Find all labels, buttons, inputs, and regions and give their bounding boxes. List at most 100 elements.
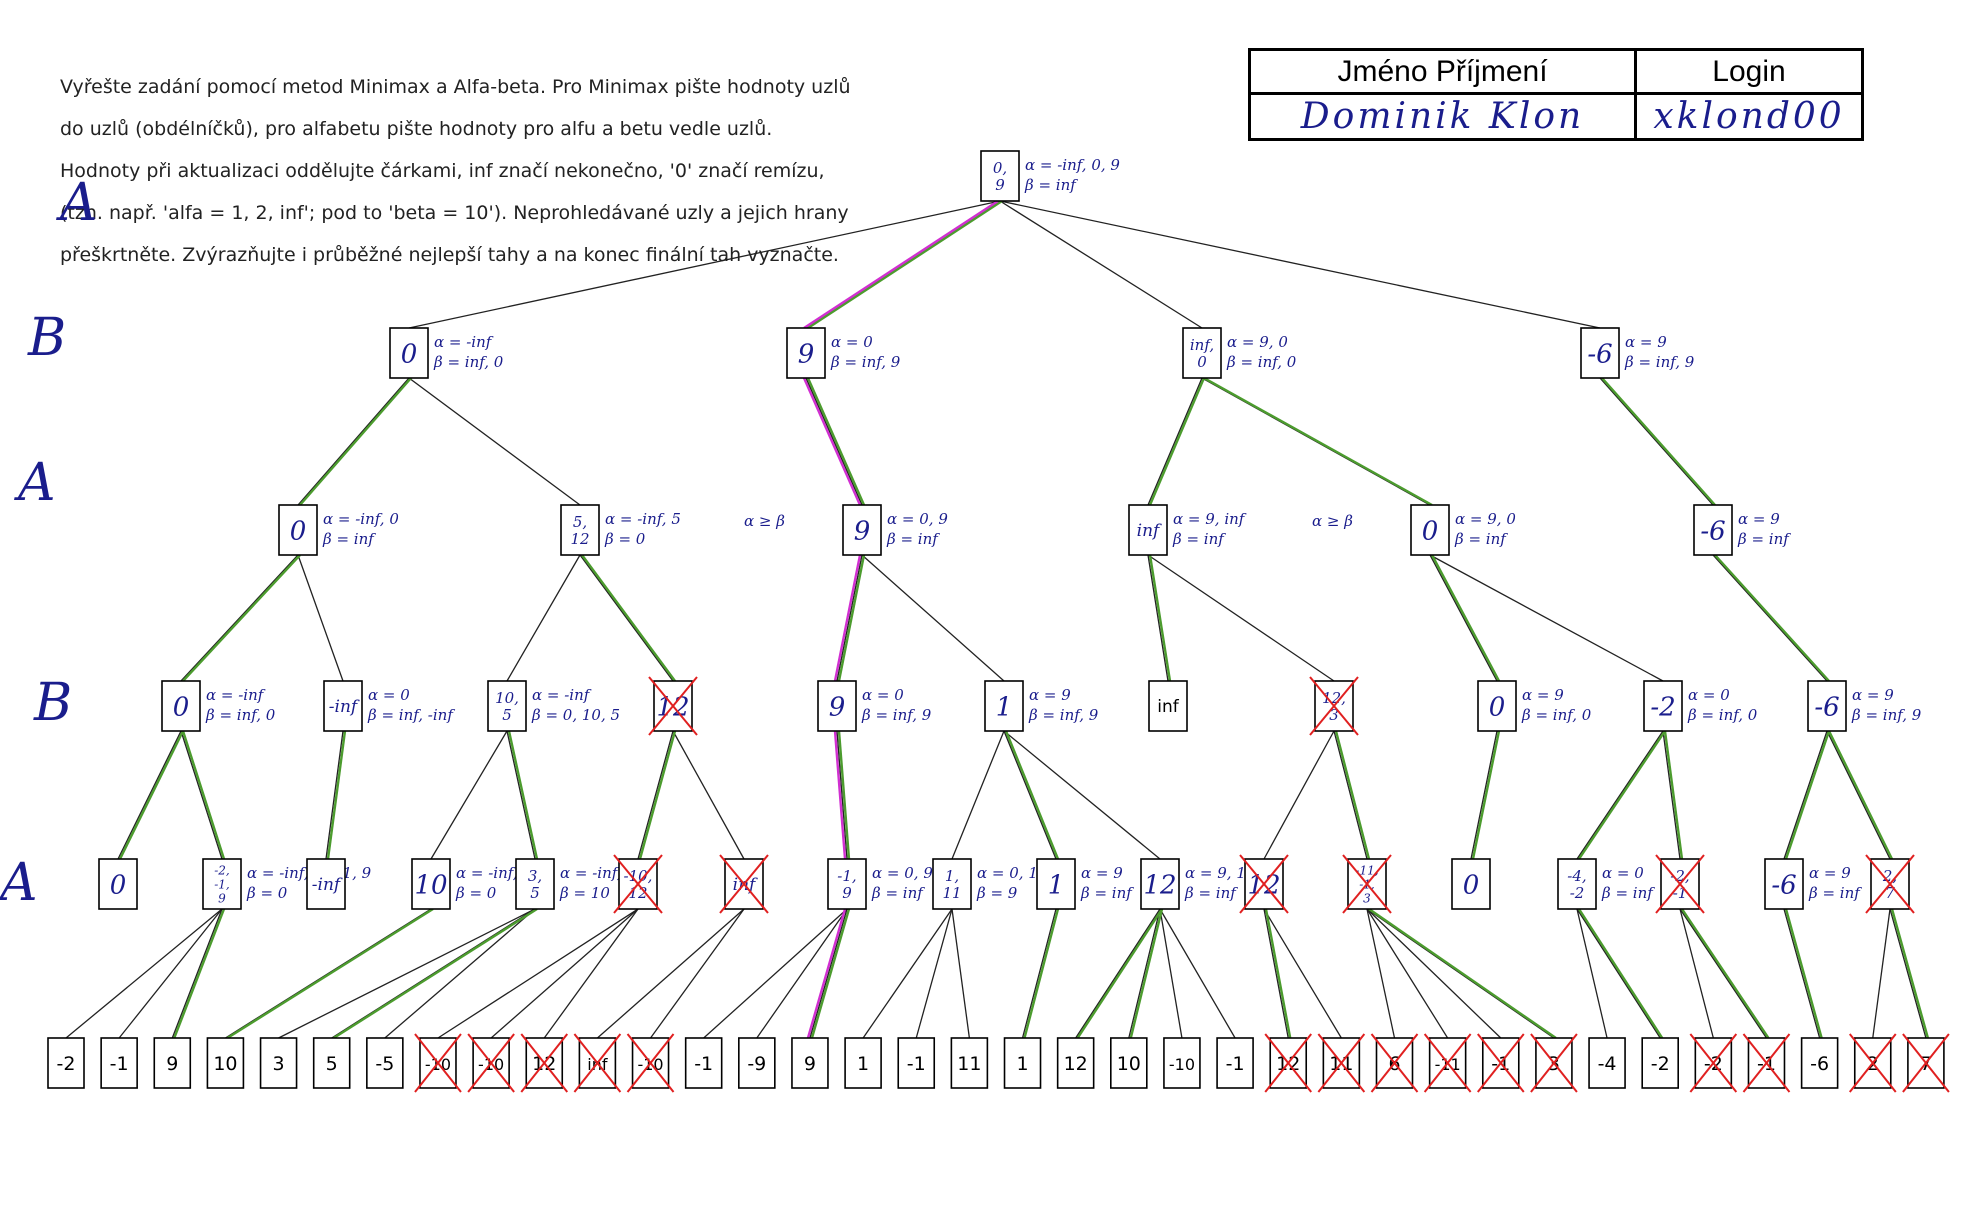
tree-node[interactable]: 3,5	[515, 858, 555, 910]
beta-values: β = inf, 9	[1624, 353, 1695, 371]
tree-node[interactable]: 0	[1477, 680, 1517, 732]
leaf-node[interactable]: 5	[312, 1037, 351, 1089]
tree-node[interactable]: -6	[1693, 504, 1733, 556]
tree-edge	[1263, 730, 1335, 860]
tree-node[interactable]: -6	[1807, 680, 1847, 732]
pruned-cross	[1848, 1033, 1897, 1093]
tree-node[interactable]: -inf	[306, 858, 346, 910]
tree-edge	[999, 200, 1203, 329]
leaf-node[interactable]: 9	[791, 1037, 829, 1089]
leaf-node[interactable]: -9	[738, 1037, 776, 1089]
tree-node[interactable]: 10	[411, 858, 451, 910]
leaf-node[interactable]: 1	[844, 1037, 882, 1089]
tree-edge	[836, 730, 848, 860]
node-value: -6	[1771, 870, 1796, 900]
leaf-value: -1	[694, 1053, 713, 1075]
leaf-value: 10	[213, 1053, 237, 1075]
node-value: 12	[570, 530, 589, 548]
node-value: -2	[1570, 884, 1585, 902]
node-value: -1,	[214, 877, 230, 891]
node-value: -10,	[624, 867, 653, 885]
tree-node[interactable]: 0	[161, 680, 201, 732]
leaf-node[interactable]: 3	[259, 1037, 298, 1089]
tree-node[interactable]: 0	[1410, 504, 1450, 556]
tree-node[interactable]: 9	[842, 504, 882, 556]
best-move-edge	[806, 377, 866, 506]
leaf-node[interactable]: 1	[1003, 1037, 1042, 1089]
leaf-node[interactable]: -4	[1588, 1037, 1626, 1089]
best-move-edge	[173, 908, 226, 1039]
node-value: inf,	[1190, 336, 1214, 354]
tree-node[interactable]: -4,-2	[1557, 858, 1597, 910]
pruned-cross	[626, 1033, 675, 1093]
tree-edge	[1599, 377, 1714, 506]
leaf-node[interactable]: -1	[897, 1037, 936, 1089]
tree-node[interactable]: 1	[984, 680, 1024, 732]
tree-node[interactable]: inf	[1148, 680, 1188, 732]
beta-values: β = 0, 10, 5	[531, 706, 620, 724]
beta-values: β = 9	[976, 884, 1018, 902]
tree-node[interactable]: -2	[1643, 680, 1683, 732]
best-move-edge	[333, 907, 538, 1040]
tree-node[interactable]: 1	[1036, 858, 1076, 910]
tree-node[interactable]: 9	[786, 327, 826, 379]
alpha-values: α = 0	[1688, 686, 1730, 704]
leaf-value: -5	[375, 1053, 394, 1075]
leaf-node[interactable]: -1	[684, 1037, 723, 1089]
alpha-values: α = 0, 9	[887, 510, 948, 528]
leaf-node[interactable]: -10	[1163, 1037, 1201, 1089]
pruned-crosses	[414, 676, 1950, 1093]
alpha-values: α = -inf	[206, 686, 266, 704]
tree-node[interactable]: inf	[1128, 504, 1168, 556]
tree-node[interactable]: 10,5	[487, 680, 527, 732]
level-label: A	[14, 453, 56, 513]
tree-node[interactable]: 0	[1451, 858, 1491, 910]
leaf-node[interactable]: 10	[206, 1037, 245, 1089]
login-value[interactable]: xklond00	[1634, 92, 1864, 141]
leaf-node[interactable]: 9	[153, 1037, 192, 1089]
tree-edge	[915, 908, 953, 1039]
leaf-node[interactable]: 10	[1110, 1037, 1148, 1089]
leaf-node[interactable]: -1	[100, 1037, 138, 1089]
tree-node[interactable]: 0,9	[980, 150, 1020, 202]
tree-edge	[180, 730, 223, 860]
tree-edge	[1333, 730, 1368, 860]
tree-node[interactable]: 1,11	[932, 858, 972, 910]
tree-edge	[637, 730, 674, 860]
tree-node[interactable]: 5,12	[560, 504, 600, 556]
leaf-value: -1	[110, 1053, 129, 1075]
best-move-edge	[326, 730, 347, 860]
alpha-values: α = 9	[1738, 510, 1780, 528]
tree-node[interactable]: 0	[389, 327, 429, 379]
tree-node[interactable]: -inf	[323, 680, 363, 732]
tree-node[interactable]: -1,9	[827, 858, 867, 910]
leaf-node[interactable]: -2	[1641, 1037, 1679, 1089]
tree-edge	[1576, 730, 1664, 860]
node-value: -1,	[837, 867, 856, 885]
beta-values: β = inf	[1184, 884, 1238, 902]
tree-node[interactable]: -6	[1580, 327, 1620, 379]
tree-node[interactable]: 9	[817, 680, 857, 732]
level-label: B	[27, 308, 66, 368]
tree-edge	[430, 730, 508, 860]
node-value: 11	[942, 884, 961, 902]
leaf-value: -9	[747, 1053, 766, 1075]
alpha-values: α = -inf	[434, 333, 494, 351]
tree-edge	[1470, 730, 1498, 860]
tree-node[interactable]: 0	[98, 858, 138, 910]
leaf-node[interactable]: -2	[47, 1037, 85, 1089]
leaf-node[interactable]: 11	[950, 1037, 989, 1089]
alpha-values: α = 9	[1625, 333, 1667, 351]
tree-node[interactable]: -6	[1764, 858, 1804, 910]
leaf-node[interactable]: -6	[1800, 1037, 1839, 1089]
leaf-node[interactable]: -1	[1216, 1037, 1254, 1089]
tree-node[interactable]: 12	[1140, 858, 1180, 910]
name-value[interactable]: Dominik Klon	[1248, 92, 1637, 141]
leaf-node[interactable]: 12	[1056, 1037, 1095, 1089]
tree-node[interactable]: inf,0	[1182, 327, 1222, 379]
leaf-node[interactable]: -5	[366, 1037, 404, 1089]
tree-edge	[297, 554, 344, 682]
tree-node[interactable]: 0	[278, 504, 318, 556]
tree-node[interactable]: -2,-1,9	[202, 858, 242, 910]
